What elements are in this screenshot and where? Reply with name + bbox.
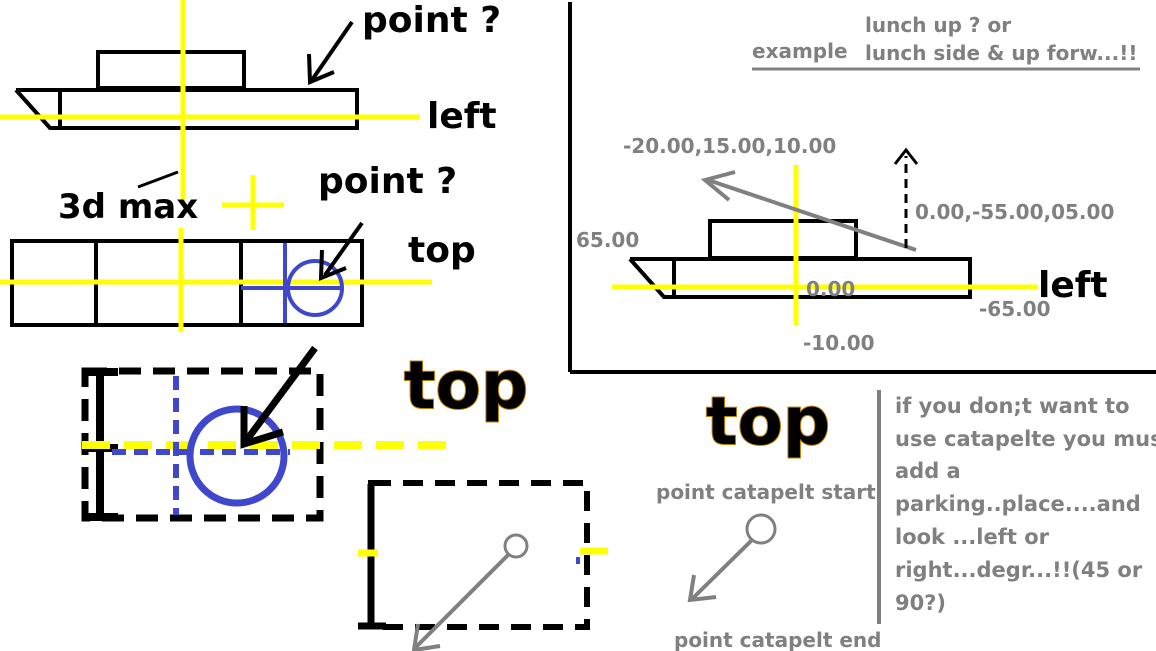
value-left-positive: 65.00 bbox=[576, 228, 639, 252]
catapult-dashed-frame bbox=[368, 480, 590, 630]
legend-direction-arrow bbox=[687, 538, 754, 603]
left-view: point ? left 3d max bbox=[0, 0, 501, 230]
catapult-frame bbox=[358, 480, 608, 651]
catapult-direction-arrow bbox=[411, 553, 510, 651]
value-right-negative: -65.00 bbox=[979, 297, 1051, 321]
zoom-arrow bbox=[240, 345, 318, 449]
value-origin: 0.00 bbox=[806, 277, 855, 301]
top-view-question-label: point ? bbox=[318, 161, 457, 202]
top-view-axis-label: top bbox=[408, 230, 476, 271]
catapult-end-label: point catapelt end bbox=[674, 628, 881, 651]
note: if you don;t want to use catapelte you m… bbox=[877, 390, 1156, 624]
launch-side-arrow bbox=[700, 170, 917, 252]
ship-superstructure bbox=[96, 50, 246, 90]
launch-up-arrow bbox=[893, 147, 919, 248]
note-line: use catapelte you must bbox=[895, 427, 1156, 451]
pointer-line bbox=[137, 170, 179, 189]
left-view-question-label: point ? bbox=[362, 0, 501, 41]
catapult-start-label: point catapelt start bbox=[656, 480, 876, 504]
ship-bow bbox=[14, 88, 62, 130]
catapult-point-circle bbox=[286, 259, 344, 317]
left-view-axis-label: left bbox=[427, 96, 497, 137]
note-line: parking..place....and bbox=[895, 492, 1141, 516]
ship-hull bbox=[58, 88, 359, 130]
note-line: if you don;t want to bbox=[895, 394, 1130, 418]
top-view: point ? top bbox=[0, 161, 476, 332]
legend-start-point bbox=[745, 513, 777, 545]
catapult-start-point bbox=[503, 533, 529, 559]
note-line: right...degr...!!(45 or bbox=[895, 558, 1143, 582]
catapult-legend-title: top bbox=[706, 383, 830, 460]
zoom-view-title: top bbox=[404, 347, 528, 424]
arrow-to-ship bbox=[307, 20, 354, 85]
note-line: add a bbox=[895, 459, 961, 483]
catapult-legend: top point catapelt start point catapelt … bbox=[656, 382, 881, 651]
coord-start: -20.00,15.00,10.00 bbox=[623, 134, 836, 158]
example-question-line-1: lunch up ? or bbox=[865, 13, 1011, 37]
value-bottom: -10.00 bbox=[803, 331, 875, 355]
arrow-to-point bbox=[318, 221, 364, 281]
example-question-line-2: lunch side & up forw...!! bbox=[865, 41, 1137, 65]
note-line: look ...left or bbox=[895, 525, 1050, 549]
panel-ship-bow bbox=[628, 257, 676, 299]
panel-axis-label: left bbox=[1038, 265, 1108, 306]
zoom-view: top bbox=[81, 345, 529, 522]
note-line: 90?) bbox=[895, 591, 946, 615]
tool-label: 3d max bbox=[58, 187, 198, 227]
panel-ship-superstructure bbox=[708, 219, 858, 260]
yellow-crosshair bbox=[222, 175, 284, 230]
coord-up: 0.00,-55.00,05.00 bbox=[915, 200, 1114, 224]
example-panel: example lunch up ? or lunch side & up fo… bbox=[568, 2, 1156, 374]
example-label: example bbox=[752, 39, 848, 63]
zoom-catapult-circle bbox=[186, 405, 288, 507]
